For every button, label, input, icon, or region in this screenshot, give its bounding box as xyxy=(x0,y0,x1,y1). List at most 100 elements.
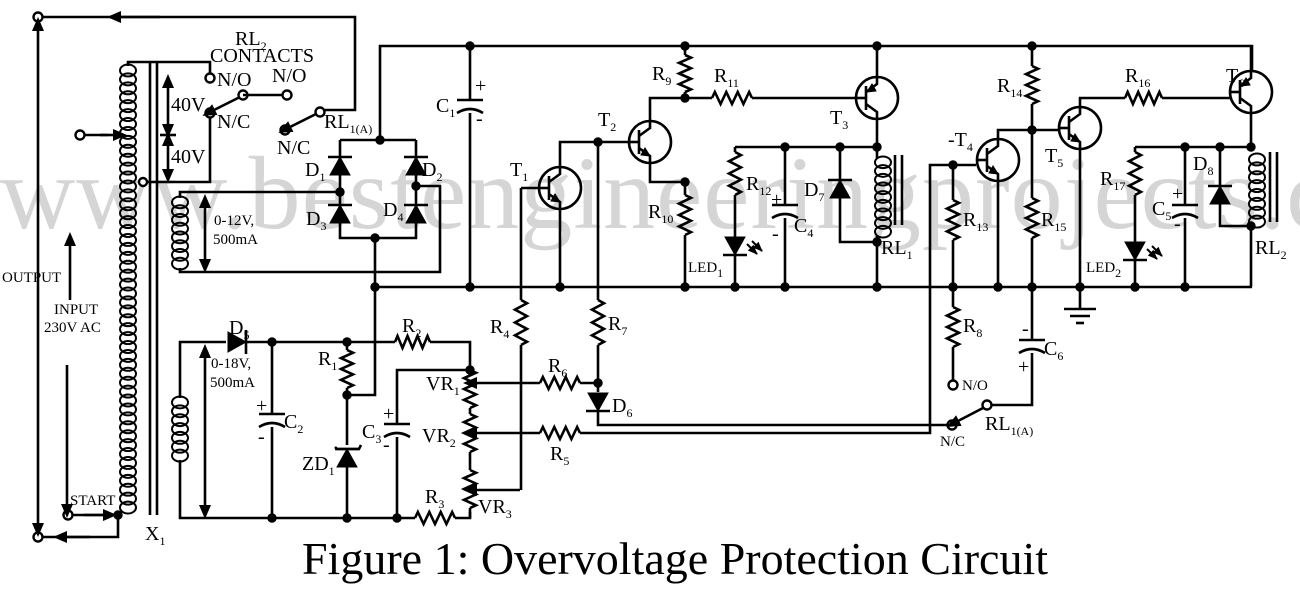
label-d6: D6 xyxy=(612,395,632,420)
label-r11: R11 xyxy=(714,65,739,90)
label-r1: R1 xyxy=(318,348,337,373)
label-plus: + xyxy=(771,189,782,211)
resistor-r17 xyxy=(1126,147,1144,242)
diode-d7 xyxy=(828,147,877,244)
terminal-no xyxy=(947,379,959,391)
label-minus: - xyxy=(476,108,483,130)
input-terminal xyxy=(74,129,127,141)
label-r13: R13 xyxy=(963,209,988,234)
label-d8: D8 xyxy=(1193,153,1213,178)
label-led2: LED2 xyxy=(1086,260,1121,280)
label-r12: R12 xyxy=(746,173,771,198)
label-minus: - xyxy=(772,223,779,245)
label-d3: D3 xyxy=(306,208,326,233)
label-d4: D4 xyxy=(383,199,403,224)
potentiometer-vr2 xyxy=(460,408,520,454)
resistor-r4 xyxy=(512,186,538,490)
resistor-r9 xyxy=(675,41,695,98)
resistor-r15 xyxy=(1022,130,1042,292)
label-rl1: RL1 xyxy=(881,237,913,262)
ground-symbol xyxy=(1064,287,1096,325)
tap-wire xyxy=(137,117,212,188)
transistor-t1 xyxy=(537,140,629,292)
label-r14: R14 xyxy=(997,75,1022,100)
relay-rl2-coil xyxy=(1246,152,1279,287)
resistor-r14 xyxy=(1022,41,1042,135)
label-t1: T1 xyxy=(510,159,528,184)
label-d1: D1 xyxy=(305,159,325,184)
label-r10: R10 xyxy=(648,201,673,226)
figure-title: Figure 1: Overvoltage Protection Circuit xyxy=(302,533,1048,584)
label-rl2: RL2 xyxy=(1255,237,1287,262)
label-rl1a-bottom: RL1(A) xyxy=(985,413,1033,438)
label-sec1-v: 0-12V, xyxy=(214,213,254,229)
label-v40-a: 40V xyxy=(171,94,206,116)
label-d5: D5 xyxy=(229,317,249,342)
label-t2: T2 xyxy=(598,109,616,134)
rl1a-switch-top xyxy=(278,106,326,136)
capacitor-c1 xyxy=(456,41,484,292)
secondary-12v-coil xyxy=(171,184,442,274)
output-terminal-bottom xyxy=(32,531,44,543)
label-d2: D2 xyxy=(422,159,442,184)
label-t4: -T4 xyxy=(948,129,973,154)
potentiometer-vr3 xyxy=(460,452,520,518)
label-d7: D7 xyxy=(804,179,824,204)
relay-rl1-coil xyxy=(872,147,904,292)
label-minus: - xyxy=(1174,213,1181,235)
label-output: OUTPUT xyxy=(2,270,61,286)
rl2-switch xyxy=(202,72,293,119)
label-r5: R5 xyxy=(550,443,569,468)
output-wire-top xyxy=(42,11,357,112)
label-zd1: ZD1 xyxy=(302,453,335,478)
capacitor-c2 xyxy=(258,342,286,518)
transistor-t4 xyxy=(975,128,1059,292)
resistor-r12 xyxy=(726,147,744,237)
label-sec2-v: 0-18V, xyxy=(211,356,251,372)
rl1a-switch-bottom xyxy=(946,399,993,431)
label-nc-b: N/C xyxy=(277,137,310,159)
label-led1: LED1 xyxy=(688,260,723,280)
capacitor-c6 xyxy=(990,287,1046,407)
output-terminal-top xyxy=(32,11,44,23)
voltage-40v-arrows xyxy=(160,74,176,183)
resistor-r11 xyxy=(685,88,856,108)
label-t6: T6 xyxy=(1226,65,1244,90)
label-t5: T5 xyxy=(1045,145,1063,170)
label-vr2: VR2 xyxy=(422,425,456,450)
label-r17: R17 xyxy=(1100,168,1125,193)
transistor-t3 xyxy=(854,41,900,152)
label-c4: C4 xyxy=(794,215,813,240)
label-r9: R9 xyxy=(652,63,671,88)
label-r16: R16 xyxy=(1125,65,1150,90)
label-plus: + xyxy=(256,395,267,417)
led-1 xyxy=(723,236,763,292)
secondary-18v-coil xyxy=(171,340,205,520)
label-r8: R8 xyxy=(963,315,982,340)
resistor-r1 xyxy=(337,342,357,395)
label-c1: C1 xyxy=(436,95,455,120)
transistor-t5 xyxy=(1057,96,1125,292)
label-vr1: VR1 xyxy=(426,373,460,398)
led-2 xyxy=(1123,241,1163,292)
label-plus: + xyxy=(475,75,486,97)
label-rl1a-top: RL1(A) xyxy=(324,111,372,136)
label-input-v: 230V AC xyxy=(44,320,101,336)
label-no-c: N/O xyxy=(962,378,988,394)
supply-bottom-wire xyxy=(205,508,472,528)
bridge-rectifier xyxy=(328,135,428,243)
label-c3: C3 xyxy=(362,421,381,446)
label-c6: C6 xyxy=(1044,338,1063,363)
label-sec1-i: 500mA xyxy=(213,232,258,248)
label-x1: X1 xyxy=(145,523,165,548)
label-r2: R2 xyxy=(402,315,421,340)
positive-rail xyxy=(378,44,1254,140)
label-r7: R7 xyxy=(608,313,627,338)
label-nc-a: N/C xyxy=(217,111,250,133)
label-no-b: N/O xyxy=(272,65,306,87)
potentiometer-vr1 xyxy=(460,368,520,410)
label-plus: + xyxy=(1172,183,1183,205)
start-terminal xyxy=(62,509,74,521)
label-r4: R4 xyxy=(490,316,509,341)
